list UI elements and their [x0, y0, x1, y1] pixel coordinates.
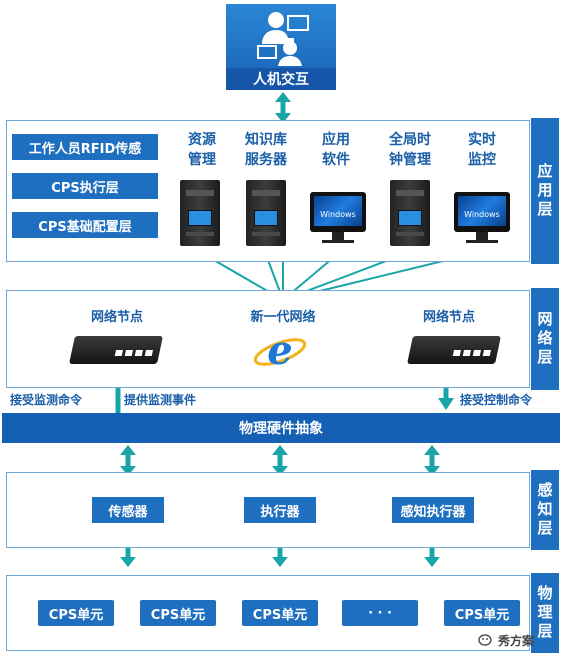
- server-tower-icon: [180, 180, 220, 246]
- service-label-monitoring: 实时 监控: [468, 132, 496, 168]
- monitor-os-text: Windows: [320, 210, 356, 219]
- network-node-right-device: [407, 336, 501, 364]
- monitor-os-text: Windows: [464, 210, 500, 219]
- user-at-computer-icon: [257, 12, 309, 66]
- cps-base-config-layer-box: CPS基础配置层: [12, 212, 158, 238]
- sensing-layer-label: 感知层: [531, 470, 559, 550]
- internet-explorer-icon: e: [253, 328, 307, 374]
- sensing-actuator-box: 感知执行器: [392, 497, 474, 523]
- wechat-icon: [478, 634, 492, 646]
- rfid-sensing-box: 工作人员RFID传感: [12, 134, 158, 160]
- monitor-icon: Windows: [310, 192, 366, 232]
- application-layer-label: 应用层: [531, 118, 559, 264]
- watermark-text: 秀方案: [498, 633, 535, 648]
- network-node-right-label: 网络节点: [422, 310, 475, 325]
- network-node-left-label: 网络节点: [90, 310, 143, 325]
- sensing-double-arrows: [120, 445, 440, 476]
- cps-unit-ellipsis: · · ·: [342, 600, 418, 626]
- human-interaction-label: 人机交互: [226, 68, 336, 90]
- cps-unit-2: CPS单元: [140, 600, 216, 626]
- network-node-left-device: [69, 336, 163, 364]
- monitor-stand: [476, 232, 488, 240]
- monitor-base: [466, 240, 498, 243]
- provide-monitor-event-label: 提供监测事件: [124, 393, 197, 407]
- receive-control-command-label: 接受控制命令: [460, 393, 533, 407]
- top-double-arrow: [275, 92, 291, 123]
- service-label-knowledge: 知识库 服务器: [245, 132, 287, 168]
- server-tower-icon: [246, 180, 286, 246]
- watermark: 秀方案: [478, 630, 560, 650]
- cps-unit-1: CPS单元: [38, 600, 114, 626]
- physical-layer-label: 物理层: [531, 573, 559, 653]
- monitor-icon: Windows: [454, 192, 510, 232]
- network-layer-label: 网络层: [531, 288, 559, 390]
- sensor-box: 传感器: [92, 497, 164, 523]
- server-tower-icon: [390, 180, 430, 246]
- service-label-application: 应用 软件: [322, 132, 350, 168]
- monitor-stand: [332, 232, 344, 240]
- cps-unit-3: CPS单元: [242, 600, 318, 626]
- service-label-clock: 全局时 钟管理: [389, 132, 431, 168]
- monitor-base: [322, 240, 354, 243]
- human-interaction-box: 人机交互: [226, 4, 336, 90]
- new-generation-network-label: 新一代网络: [250, 310, 316, 325]
- svg-text:e: e: [267, 328, 292, 374]
- receive-monitor-command-label: 接受监测命令: [10, 393, 83, 407]
- cps-execution-layer-box: CPS执行层: [12, 173, 158, 199]
- physical-hardware-abstraction-bar: 物理硬件抽象: [2, 413, 560, 443]
- service-label-resource: 资源 管理: [188, 132, 216, 168]
- actuator-box: 执行器: [244, 497, 316, 523]
- cps-unit-5: CPS单元: [444, 600, 520, 626]
